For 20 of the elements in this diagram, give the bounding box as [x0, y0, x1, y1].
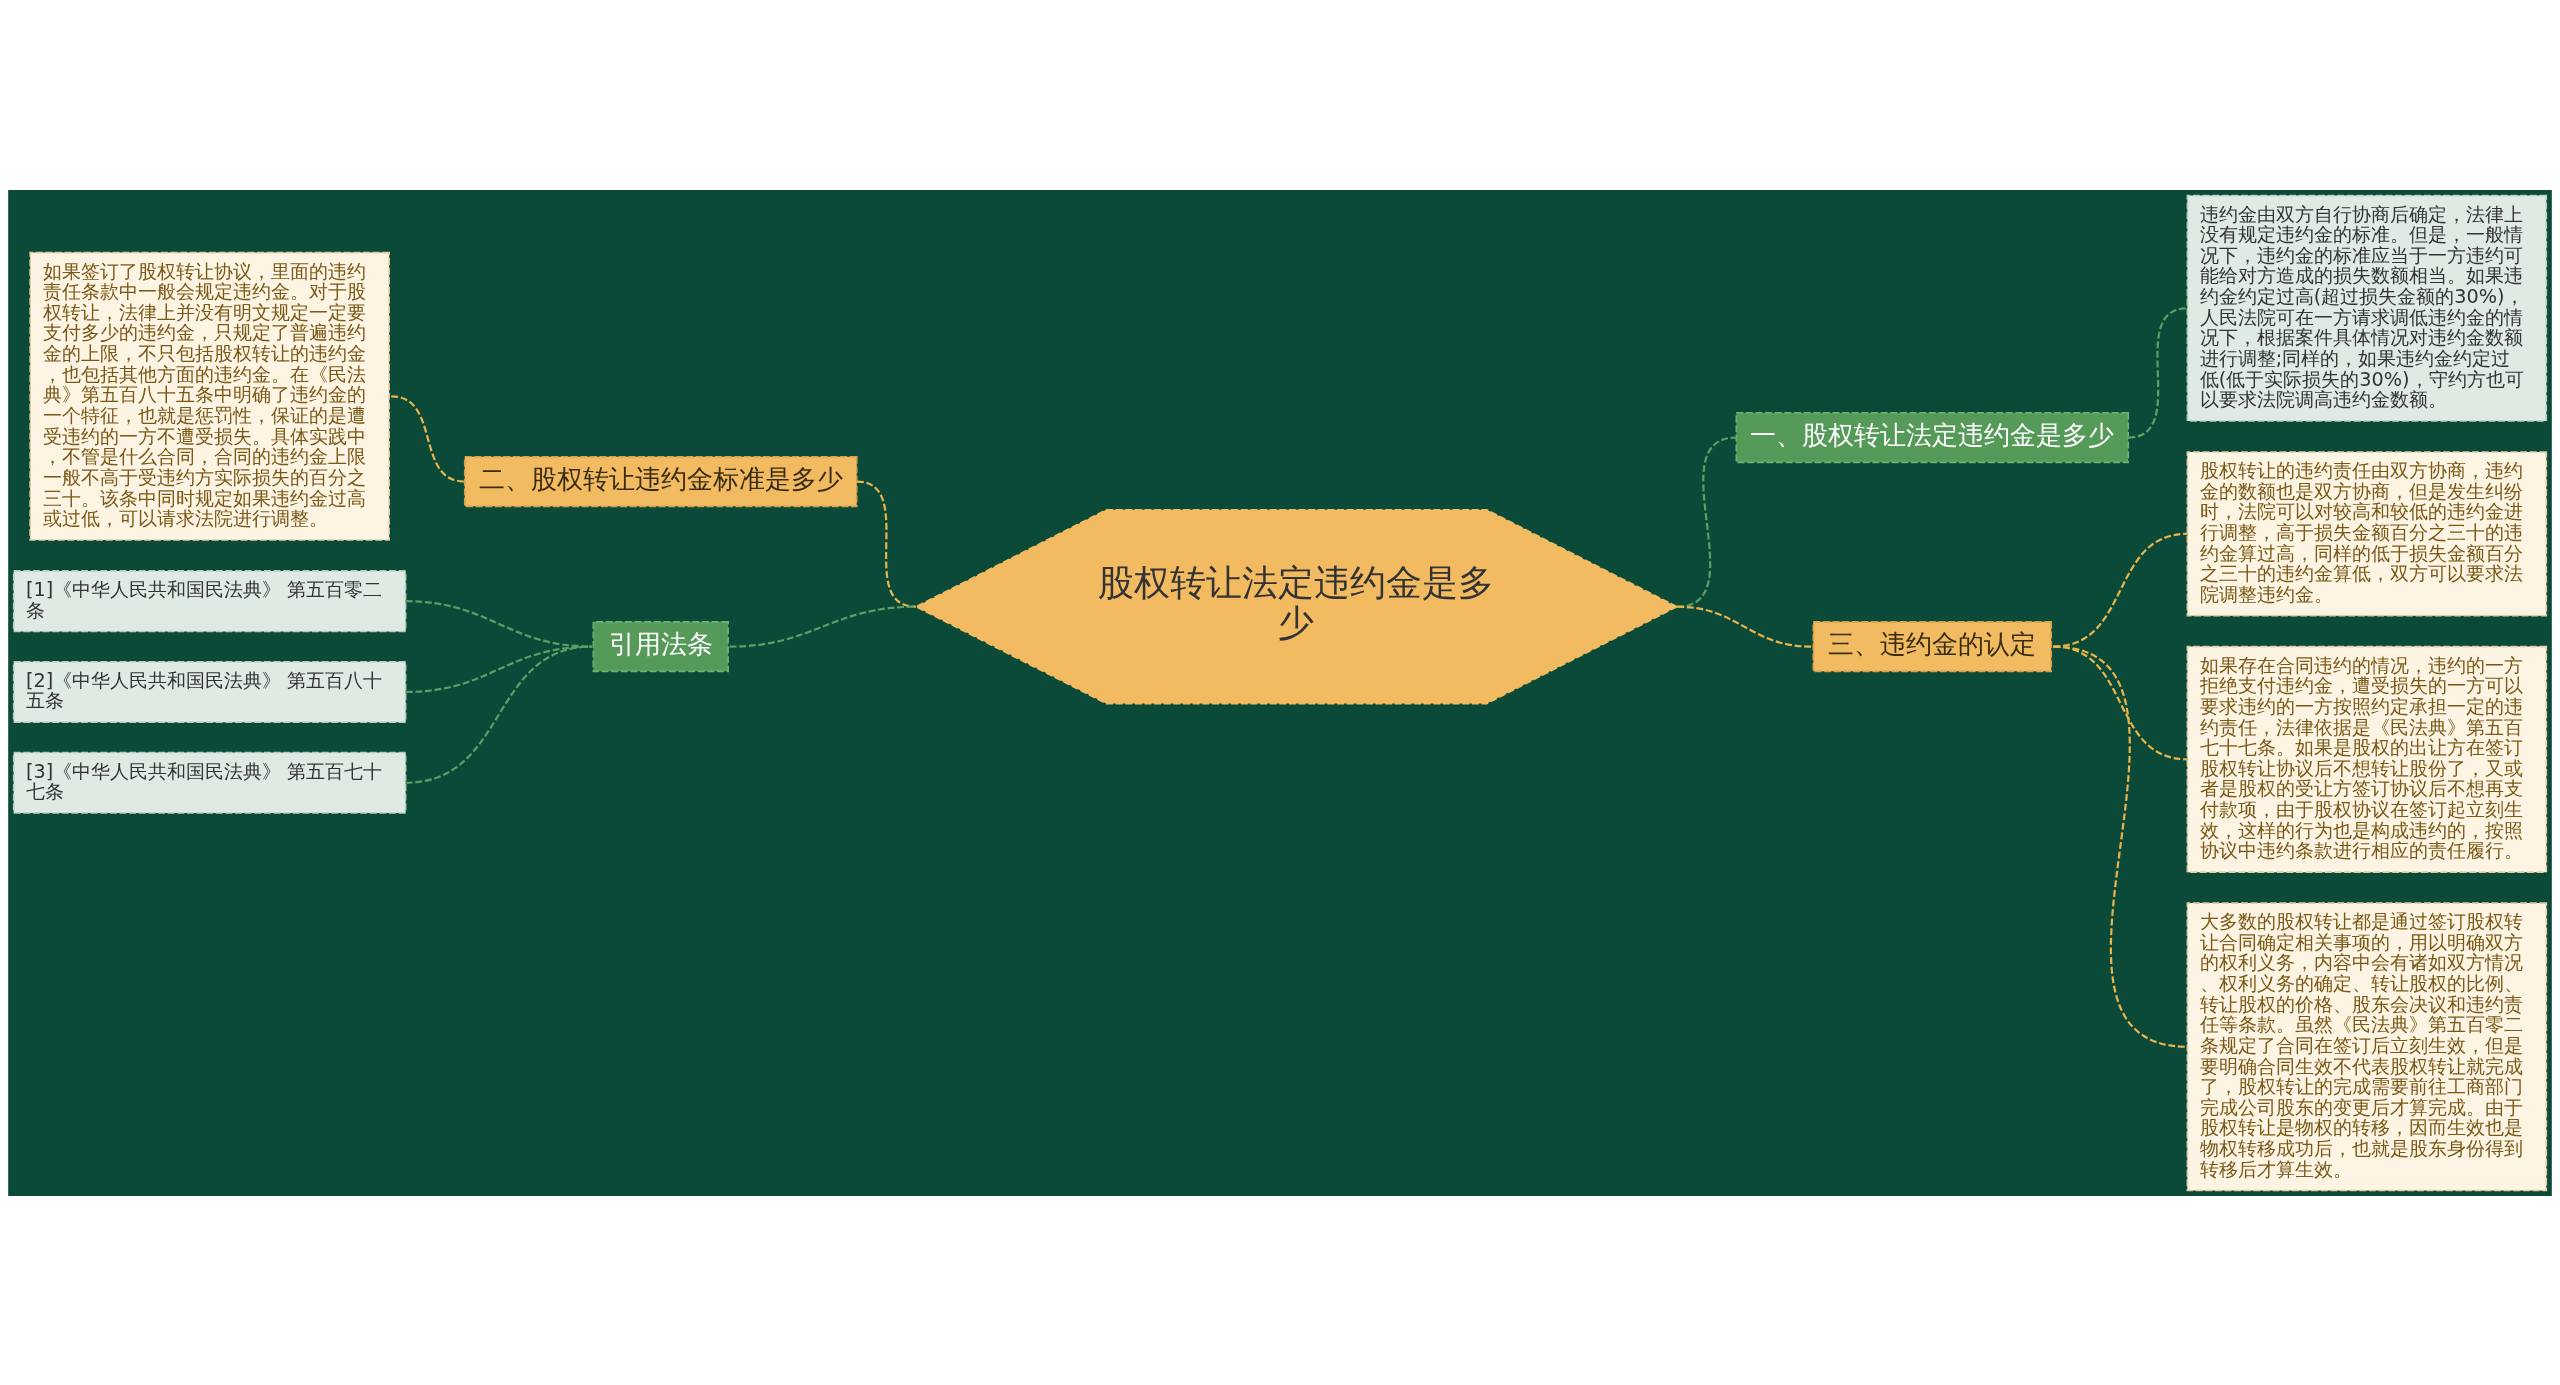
node-box: 二、股权转让违约金标准是多少	[463, 455, 858, 507]
connector	[391, 394, 465, 483]
node-box: 三、违约金的认定	[1812, 620, 2053, 672]
node-box: 股权转让的违约责任由双方协商，违约金的数额也是双方协商，但是发生纠纷时，法院可以对较高和较低的违约金进行调整，高于损失金额百分之三十的违约金算过高，同样的低于损失金额百分之三十的违约金算低，双方可以要求法院调整违约金。	[2186, 450, 2548, 616]
node-box: 如果签订了股权转让协议，里面的违约责任条款中一般会规定违约金。对于股权转让，法律上并没有明文规定一定要支付多少的违约金，只规定了普遍违约金的上限，不只包括股权转让的违约金，也包括其他方面的违约金。在《民法典》第五百八十五条中明确了违约金的一个特征，也就是惩罚性，保证的是遭受违约的一方不遭受损失。具体实践中，不管是什么合同，合同的违约金上限一般不高于受违约方实际损失的百分之三十。该条中同时规定如果违约金过高或过低，可以请求法院进行调整。	[29, 251, 390, 541]
connector	[2053, 645, 2188, 1048]
node-box: 引用法条	[592, 620, 729, 672]
node-box: 如果存在合同违约的情况，违约的一方拒绝支付违约金，遭受损失的一方可以要求违约的一方按照约定承担一定的违约责任，法律依据是《民法典》第五百七十七条。如果是股权的出让方在签订股权转让协议后不想转让股份了，又或者是股权的受让方签订协议后不想再支付款项，由于股权协议在签订起立刻生效，这样的行为也是构成违约的，按照协议中违约条款进行相应的责任履行。	[2186, 645, 2548, 873]
connector	[729, 605, 916, 648]
node-box: 违约金由双方自行协商后确定，法律上没有规定违约金的标准。但是，一般情况下，违约金的标准应当于一方违约可能给对方造成的损失数额相当。如果违约金约定过高(超过损失金额的30%)，人民法院可在一方请求调低违约金的情况下，根据案件具体情况对违约金数额进行调整;同样的，如果违约金约定过低(低于实际损失的30%)，守约方也可以要求法院调高违约金数额。	[2186, 194, 2548, 422]
node-box: [2]《中华人民共和国民法典》 第五百八十五条	[12, 660, 407, 723]
connector	[856, 479, 917, 608]
node-box: [3]《中华人民共和国民法典》 第五百七十七条	[12, 751, 407, 814]
connector	[2128, 306, 2188, 439]
node-box: [1]《中华人民共和国民法典》 第五百零二条	[12, 569, 407, 632]
connector	[2053, 532, 2188, 648]
connector	[1677, 605, 1812, 648]
connector	[405, 645, 593, 784]
node-box: 大多数的股权转让都是通过签订股权转让合同确定相关事项的，用以明确双方的权利义务，内容中会有诸如双方情况、权利义务的确定、转让股权的比例、转让股权的价格、股东会决议和违约责任等条款。虽然《民法典》第五百零二条规定了合同在签订后立刻生效，但是要明确合同生效不代表股权转让就完成了，股权转让的完成需要前往工商部门完成公司股东的变更后才算完成。由于股权转让是物权的转移，因而生效也是物权转移成功后，也就是股东身份得到转移后才算生效。	[2186, 901, 2548, 1191]
node-box: 一、股权转让法定违约金是多少	[1735, 411, 2130, 463]
